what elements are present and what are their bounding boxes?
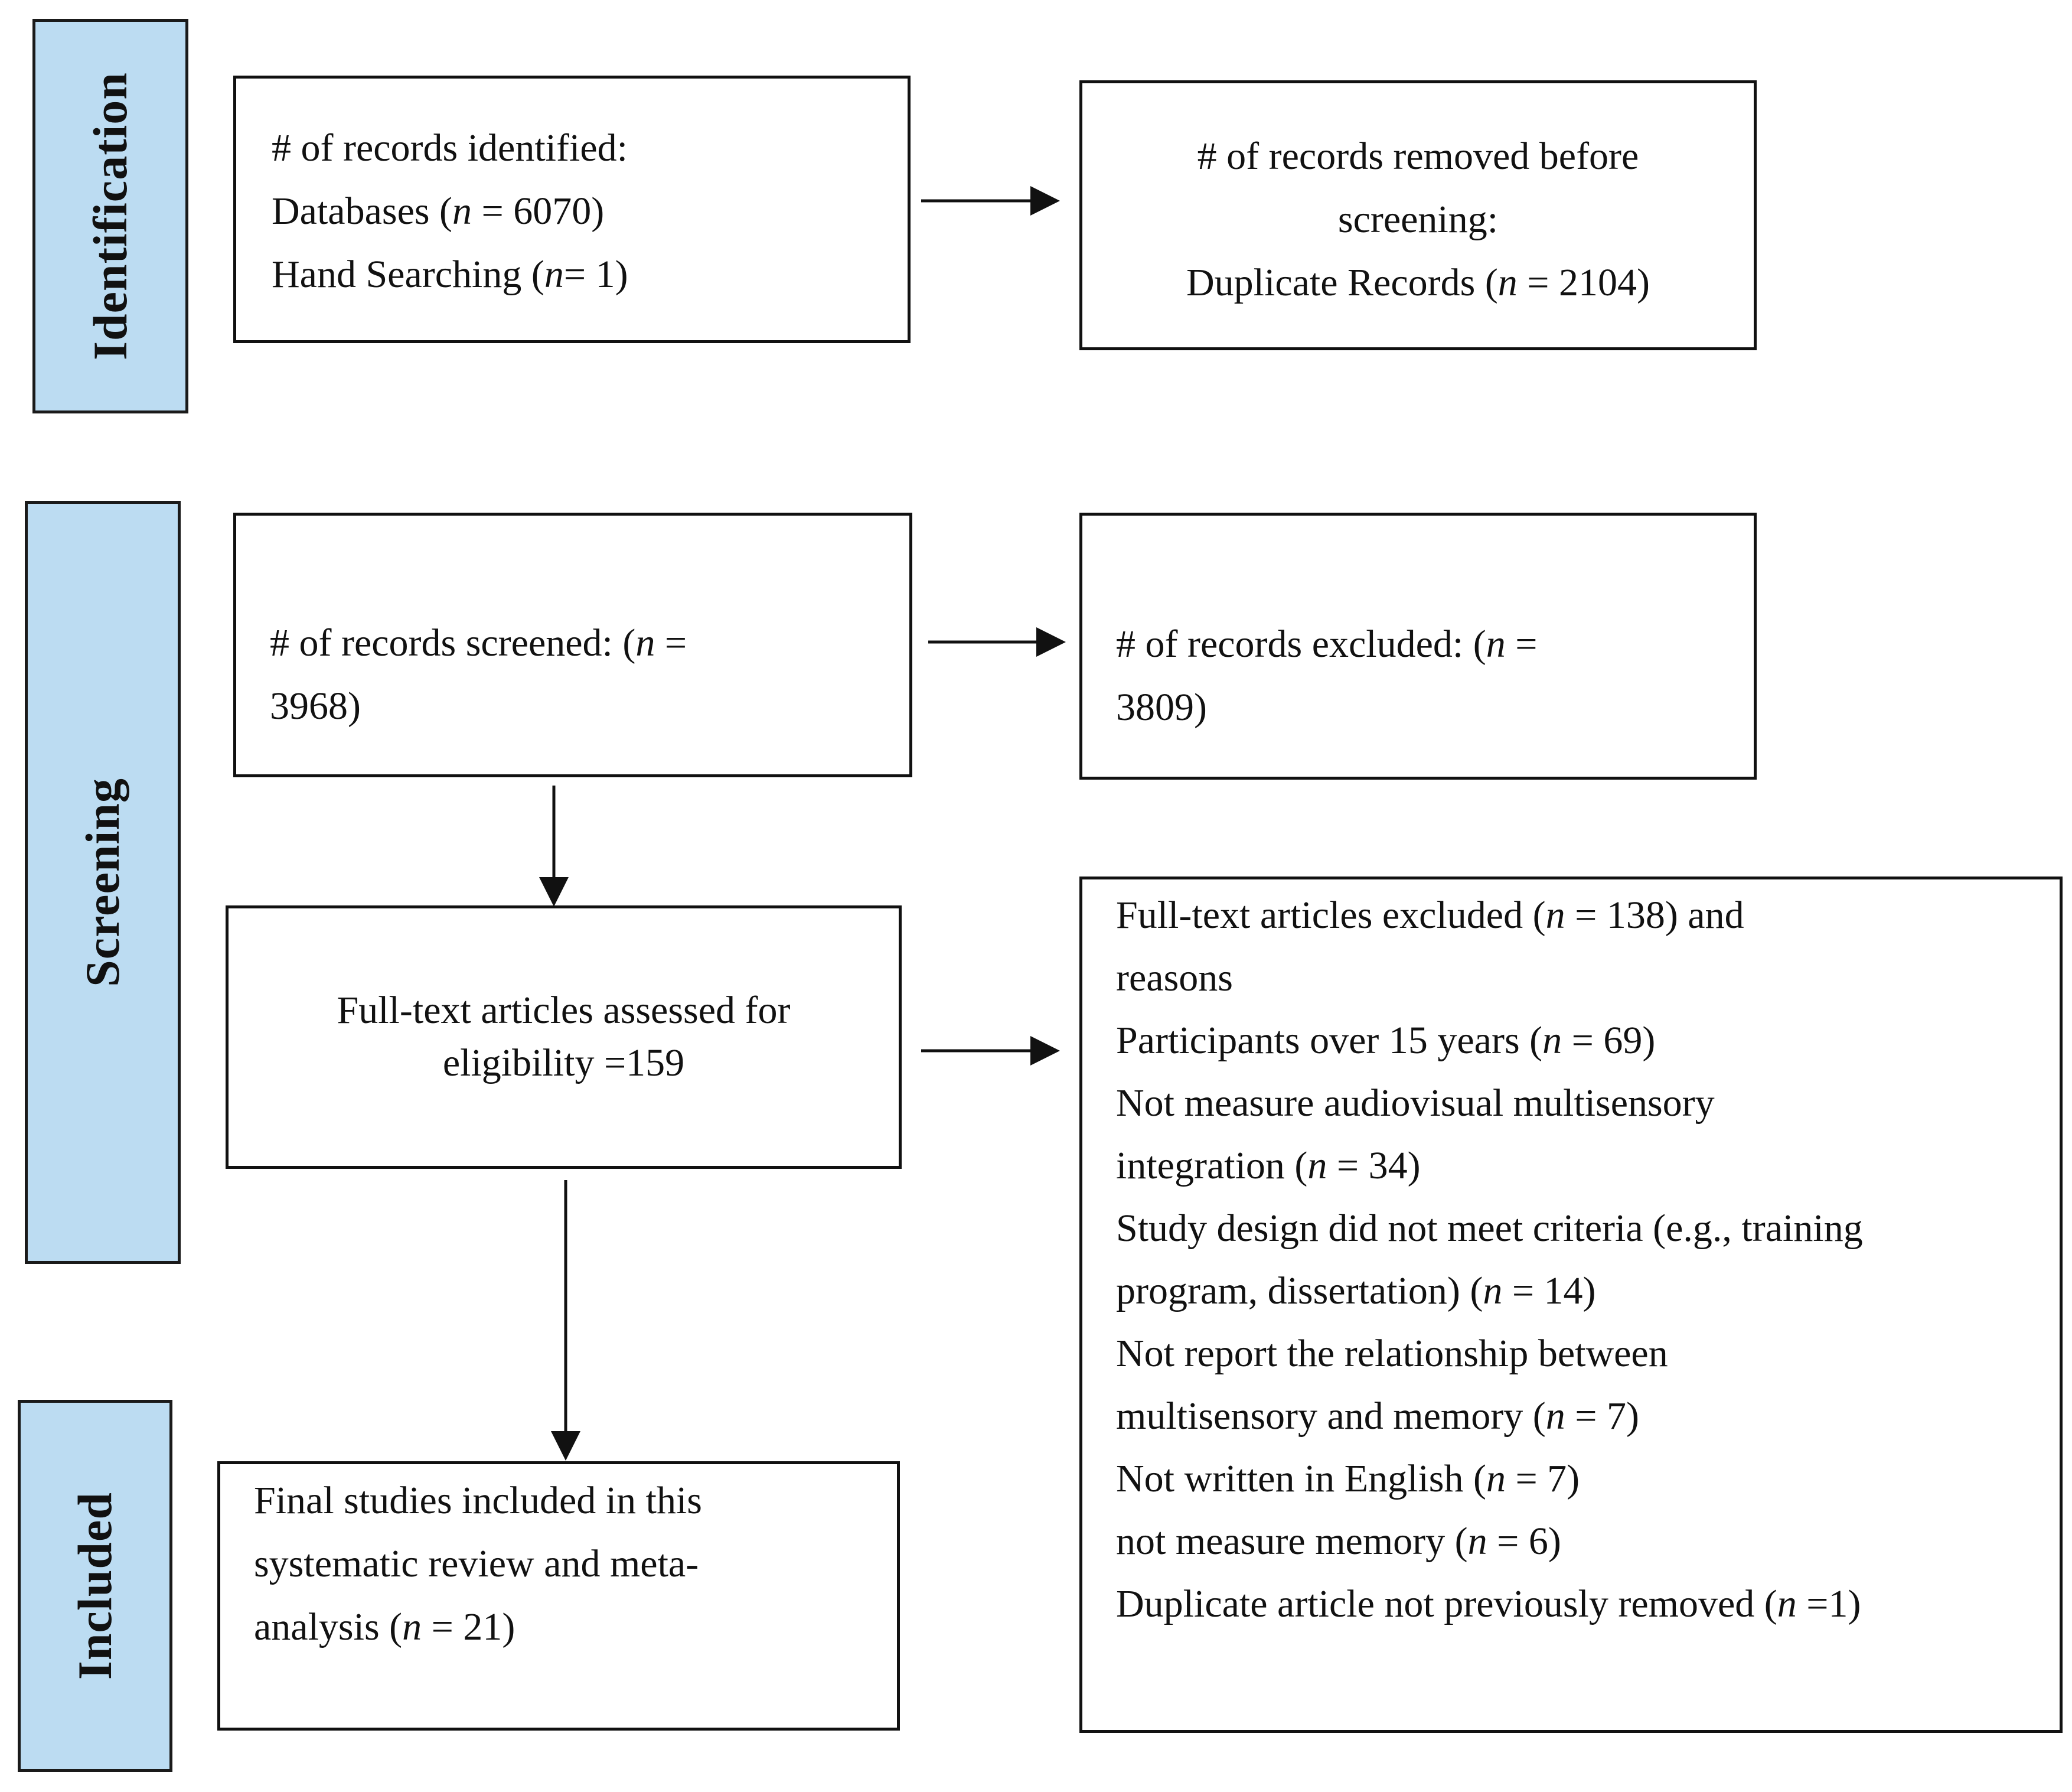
records-excluded-line: # of records excluded: (n =	[1116, 623, 1538, 666]
exclusion-reason-line: Not written in English (n = 7)	[1116, 1457, 1580, 1500]
phase-screening: Screening	[25, 501, 181, 1264]
exclusion-reason-line: Not measure audiovisual multisensory	[1116, 1081, 1715, 1125]
final-studies-line: systematic review and meta-	[254, 1542, 699, 1585]
exclusion-reason-line: Participants over 15 years (n = 69)	[1116, 1019, 1656, 1062]
records-excluded-line: 3809)	[1116, 686, 1207, 729]
records-identified-box: # of records identified: Databases (n = …	[233, 76, 911, 343]
records-screened-line: 3968)	[270, 685, 361, 728]
exclusion-total-line: Full-text articles excluded (n = 138) an…	[1116, 894, 1744, 937]
records-identified-line: # of records identified:	[272, 126, 628, 170]
records-excluded-box: # of records excluded: (n = 3809)	[1079, 513, 1757, 780]
phase-identification: Identification	[32, 19, 188, 413]
exclusion-reason-line: Study design did not meet criteria (e.g.…	[1116, 1207, 1863, 1250]
records-removed-line: screening:	[1337, 198, 1499, 241]
phase-included: Included	[18, 1400, 172, 1772]
duplicate-records-line: Duplicate Records (n = 2104)	[1186, 261, 1650, 304]
exclusion-reason-line: Not report the relationship between	[1116, 1332, 1668, 1375]
final-studies-line: Final studies included in this	[254, 1479, 702, 1522]
fulltext-assessed-line: Full-text articles assessed for	[337, 989, 791, 1032]
records-removed-box: # of records removed before screening: D…	[1079, 80, 1757, 350]
exclusion-reason-line: Duplicate article not previously removed…	[1116, 1582, 1861, 1625]
final-studies-box: Final studies included in this systemati…	[217, 1461, 900, 1731]
eligibility-count-line: eligibility =159	[442, 1041, 685, 1084]
hand-searching-count-line: Hand Searching (n= 1)	[272, 253, 628, 296]
records-removed-line: # of records removed before	[1197, 135, 1639, 178]
exclusion-reason-line: integration (n = 34)	[1116, 1144, 1421, 1187]
records-screened-box: # of records screened: (n = 3968)	[233, 513, 912, 777]
final-studies-count-line: analysis (n = 21)	[254, 1605, 515, 1648]
records-screened-line: # of records screened: (n =	[270, 621, 687, 664]
exclusion-reason-line: not measure memory (n = 6)	[1116, 1520, 1561, 1563]
exclusion-reason-line: reasons	[1116, 956, 1233, 999]
fulltext-assessed-box: Full-text articles assessed for eligibil…	[226, 905, 902, 1169]
fulltext-excluded-box: Full-text articles excluded (n = 138) an…	[1079, 877, 2063, 1733]
exclusion-reason-line: multisensory and memory (n = 7)	[1116, 1394, 1639, 1438]
databases-count-line: Databases (n = 6070)	[272, 190, 605, 233]
exclusion-reason-line: program, dissertation) (n = 14)	[1116, 1269, 1596, 1312]
